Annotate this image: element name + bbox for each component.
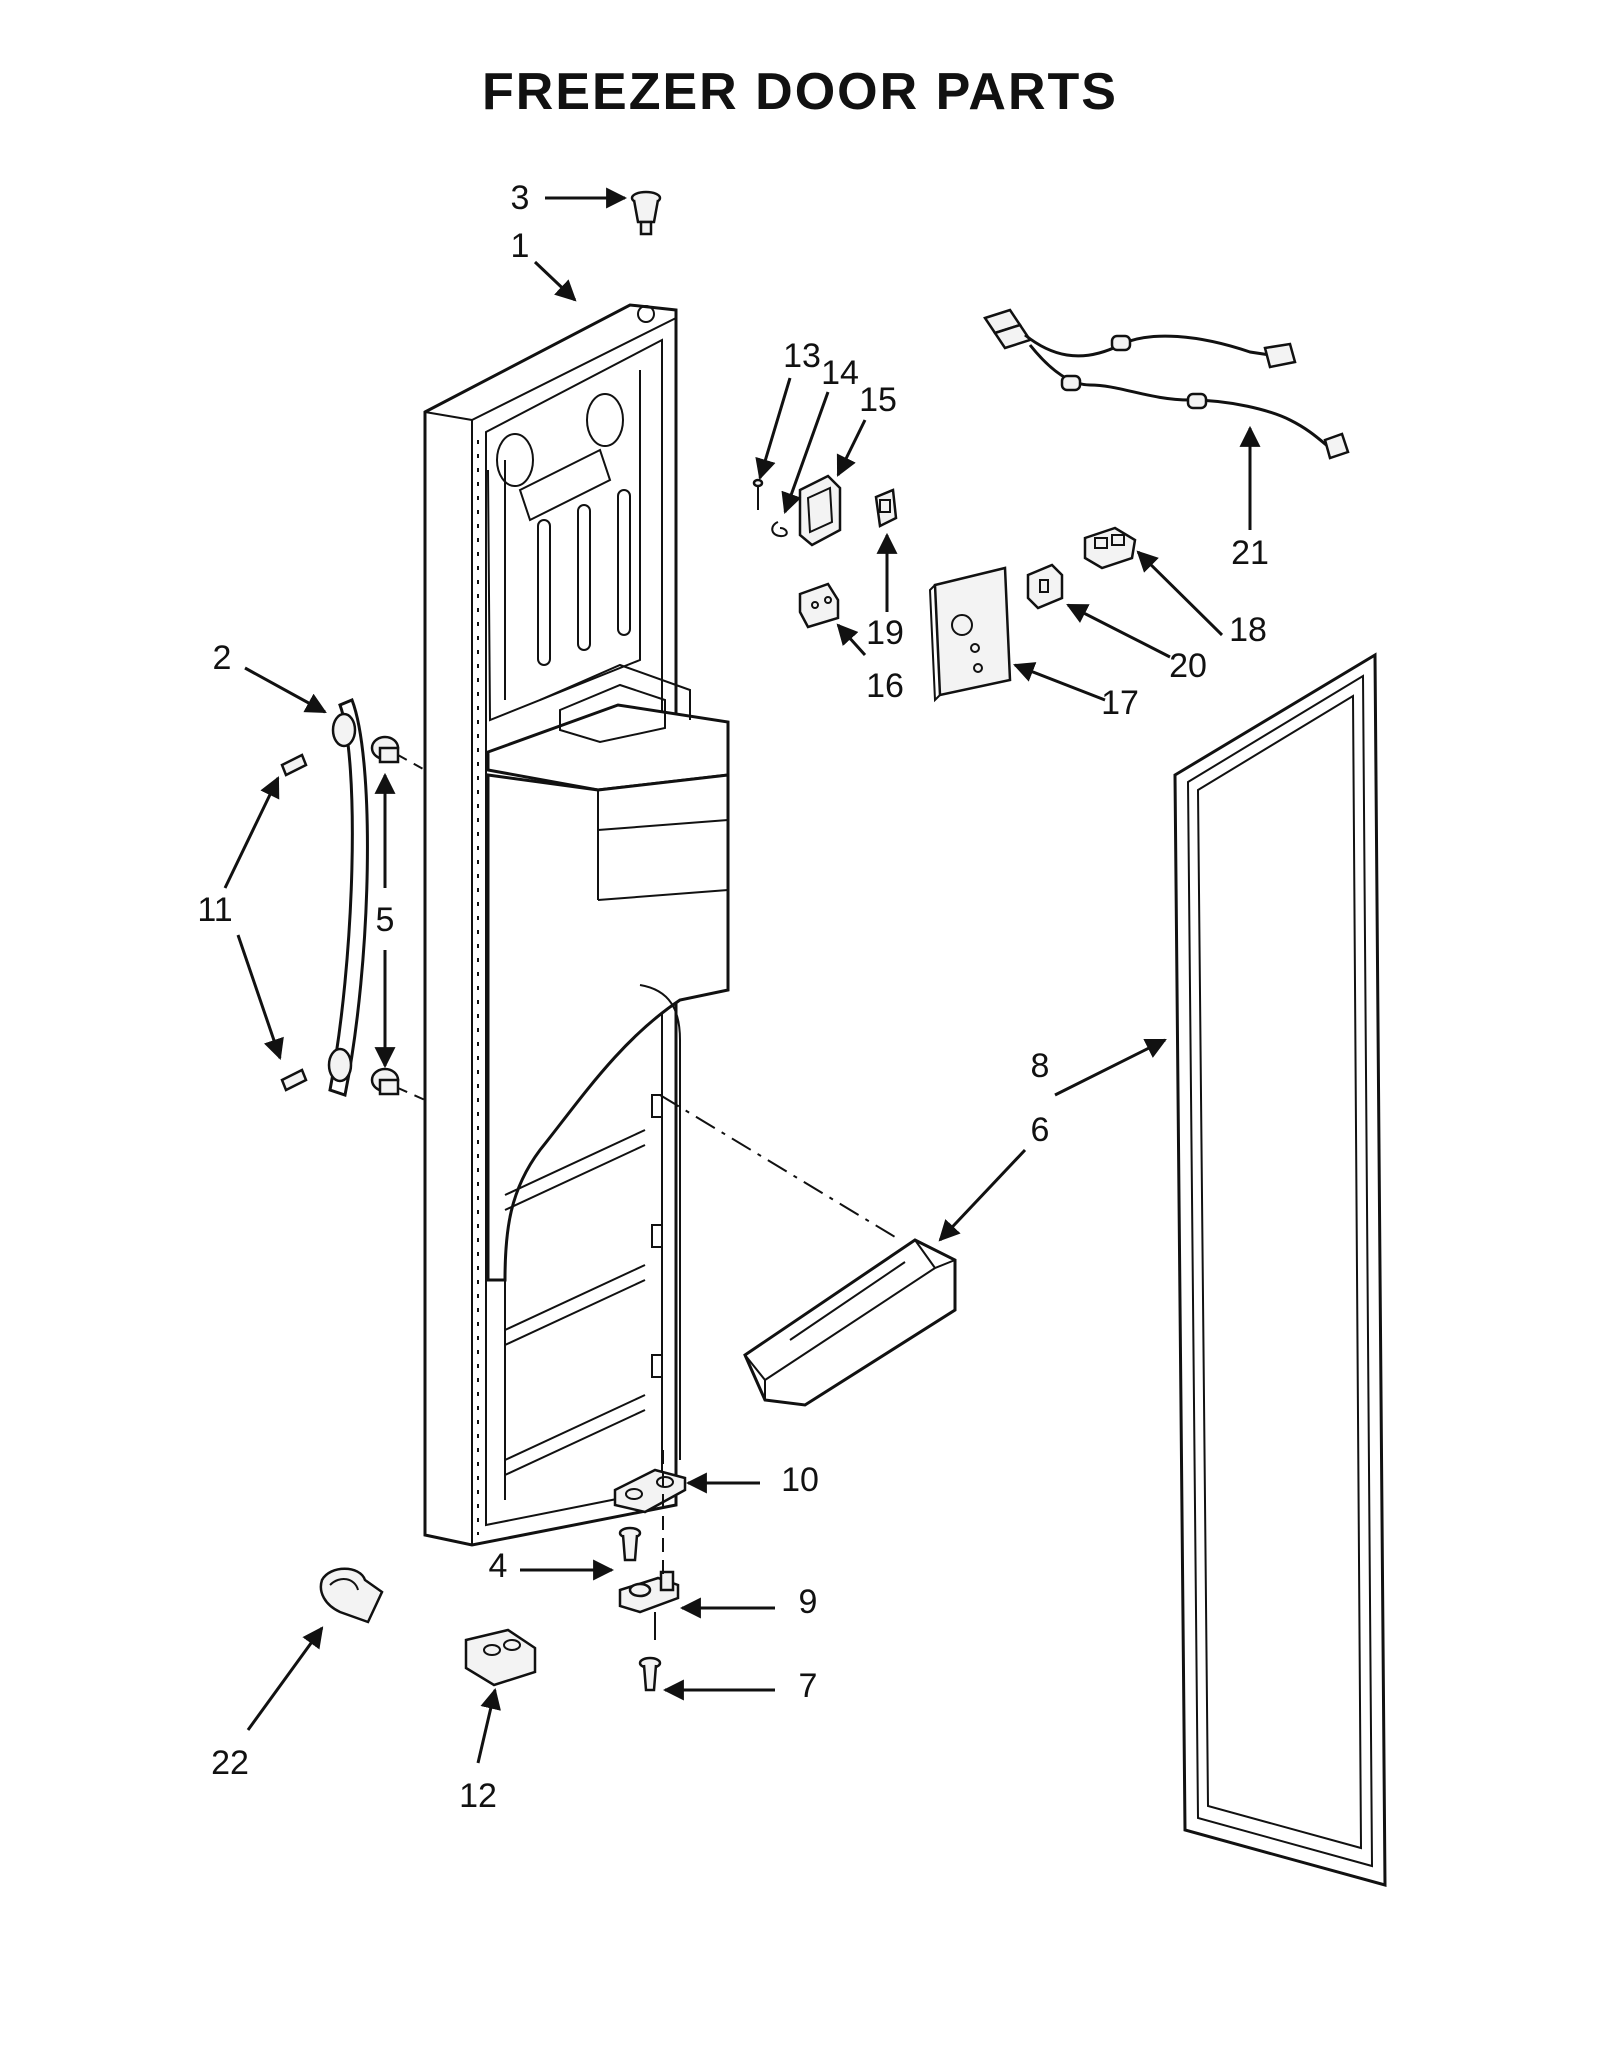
callout-7: 7 bbox=[799, 1667, 818, 1705]
callout-10: 10 bbox=[781, 1461, 819, 1499]
switch-part-19 bbox=[874, 488, 898, 528]
callout-5: 5 bbox=[376, 901, 395, 939]
callout-13: 13 bbox=[783, 337, 821, 375]
callout-19: 19 bbox=[866, 614, 904, 652]
diagram-title: FREEZER DOOR PARTS bbox=[482, 63, 1118, 121]
switch-part-18 bbox=[1083, 526, 1137, 570]
clip-part-12 bbox=[464, 1628, 537, 1687]
callout-3: 3 bbox=[511, 179, 530, 217]
callout-11: 11 bbox=[197, 891, 232, 929]
spring-part-14 bbox=[771, 521, 788, 538]
wire-clip-part-22 bbox=[319, 1567, 384, 1624]
callout-4: 4 bbox=[489, 1547, 508, 1585]
screw-part-13 bbox=[752, 478, 764, 510]
wire-harness-part-21 bbox=[983, 308, 1350, 460]
callout-16: 16 bbox=[866, 667, 904, 705]
callout-17: 17 bbox=[1101, 684, 1139, 722]
callout-6: 6 bbox=[1031, 1111, 1050, 1149]
hinge-pin-part-9 bbox=[618, 1570, 680, 1640]
door-liner-part-1 bbox=[423, 303, 730, 1547]
handle-mounting-studs-part-5 bbox=[370, 735, 426, 1101]
callout-20: 20 bbox=[1169, 647, 1207, 685]
bracket-part-20 bbox=[1026, 563, 1064, 610]
callout-14: 14 bbox=[821, 354, 859, 392]
callout-labels: 3 1 2 11 5 8 6 10 4 9 7 22 12 13 14 15 1… bbox=[197, 179, 1269, 1815]
callout-2: 2 bbox=[213, 639, 232, 677]
door-bin-part-6 bbox=[659, 1094, 957, 1407]
bottom-hinge-bracket-part-10 bbox=[613, 1468, 687, 1514]
switch-housing-part-15 bbox=[798, 474, 842, 547]
bracket-part-16 bbox=[798, 582, 840, 629]
callout-21: 21 bbox=[1231, 534, 1269, 572]
callout-22: 22 bbox=[211, 1744, 249, 1782]
callout-1: 1 bbox=[511, 227, 530, 265]
door-gasket-part-8 bbox=[1173, 652, 1387, 1887]
leader-arrows bbox=[223, 187, 1261, 1764]
handle-screws-part-11 bbox=[280, 753, 308, 1092]
callout-18: 18 bbox=[1229, 611, 1267, 649]
screw-part-7 bbox=[638, 1656, 662, 1692]
screw-part-4 bbox=[618, 1526, 642, 1562]
handle-part-2 bbox=[327, 698, 369, 1097]
callout-12: 12 bbox=[459, 1777, 497, 1815]
dispenser-panel-part-17 bbox=[928, 566, 1012, 703]
callout-8: 8 bbox=[1031, 1047, 1050, 1085]
callout-15: 15 bbox=[859, 381, 897, 419]
hinge-bushing-part-3 bbox=[630, 190, 662, 236]
callout-9: 9 bbox=[799, 1583, 818, 1621]
